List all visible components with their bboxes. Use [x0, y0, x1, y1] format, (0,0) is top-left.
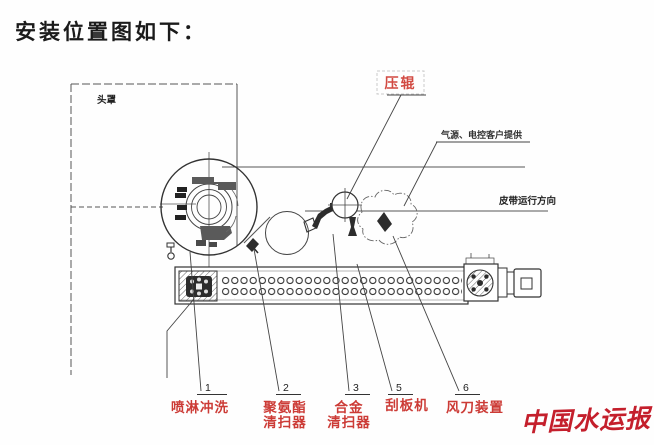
drive-unit: [463, 253, 542, 302]
head-cover-box: [70, 83, 238, 375]
spray-nozzle-symbol: [166, 242, 175, 260]
page-title: 安装位置图如下：: [15, 20, 207, 44]
air-supply-note: 气源、电控客户提供: [440, 129, 522, 140]
polyurethane-cleaner-symbol: [246, 238, 259, 254]
part-number-6: 6: [463, 382, 469, 394]
part-name-alloy-line2: 清扫器: [327, 414, 371, 430]
chain-row-top: [220, 274, 462, 286]
anchor-bolt-icon: [348, 217, 357, 236]
motor-body: [513, 268, 542, 298]
part-name-alloy-line1: 合金: [335, 399, 364, 415]
part-number-5: 5: [396, 382, 402, 394]
part-name-polyurethane-line2: 清扫器: [263, 414, 307, 430]
scraper-conveyor: [174, 253, 542, 305]
part-name-polyurethane-line1: 聚氨酯: [262, 399, 307, 415]
leader-lines: [166, 94, 530, 392]
pressure-roller-symbol: [328, 188, 362, 236]
chain-row-bottom: [220, 288, 462, 299]
part-name-labels: 喷淋冲洗 聚氨酯 清扫器 合金 清扫器 刮板机 风刀装置: [171, 397, 504, 430]
left-sprocket: [178, 270, 218, 302]
pressure-roller-callout: 压辊: [376, 70, 425, 95]
head-cover-label: 头罩: [97, 94, 117, 106]
belt-direction-label: 皮带运行方向: [498, 195, 556, 207]
part-name-air-knife: 风刀装置: [446, 399, 504, 415]
pressure-roller-label: 压辊: [385, 75, 417, 91]
watermark-logo: 中国水运报: [520, 403, 652, 438]
air-knife-cloud: [357, 189, 418, 245]
part-number-1: 1: [205, 382, 211, 394]
part-number-2: 2: [283, 382, 289, 394]
part-number-3: 3: [353, 382, 359, 394]
part-number-callouts: 1 2 3 5 6: [197, 382, 480, 395]
part-name-spray-wash: 喷淋冲洗: [171, 399, 229, 415]
part-name-scraper: 刮板机: [385, 397, 429, 413]
bend-roller: [265, 211, 309, 255]
